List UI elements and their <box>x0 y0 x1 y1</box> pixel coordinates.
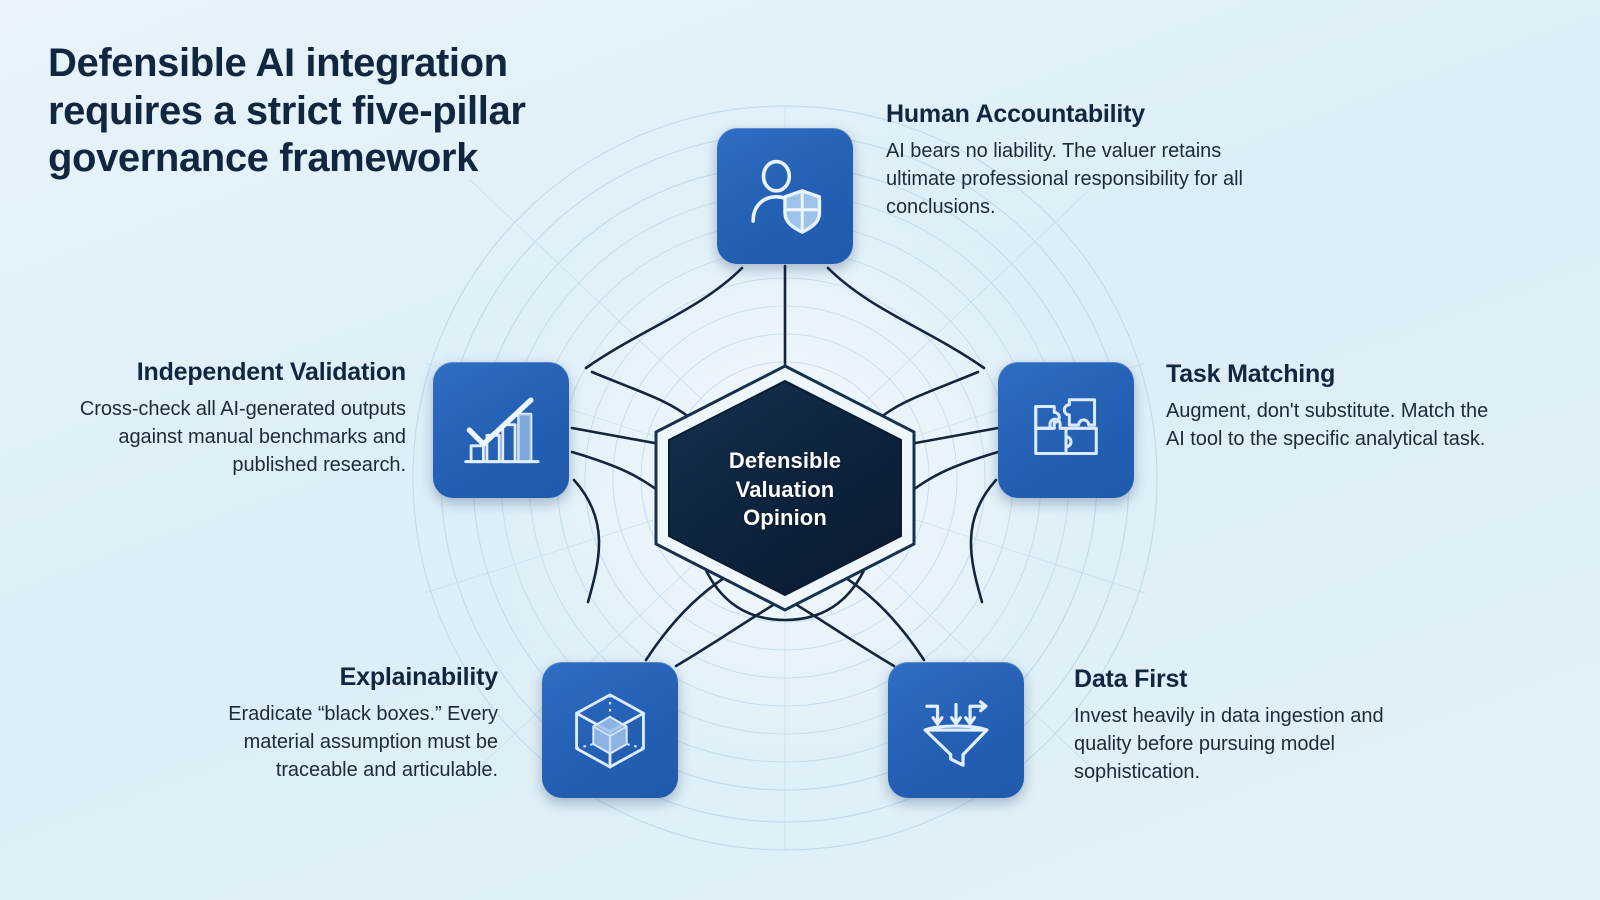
title-line-1: Defensible AI integration <box>48 41 508 85</box>
chart-checkmark-icon <box>464 397 540 464</box>
pillar-title-independent-validation: Independent Validation <box>136 358 406 386</box>
pillar-text-human-accountability: Human Accountability AI bears no liabili… <box>886 100 1266 222</box>
pillar-body-data-first: Invest heavily in data ingestion and qua… <box>1074 704 1384 784</box>
title-line-3: governance framework <box>48 136 478 181</box>
connector-right <box>908 426 1000 446</box>
funnel-icon <box>923 700 989 767</box>
puzzle-pieces-icon <box>1034 398 1098 456</box>
pillar-tile-data-first[interactable] <box>888 662 1024 798</box>
center-line-3: Opinion <box>743 505 827 531</box>
connector-left <box>570 426 662 446</box>
pillar-title-human-accountability: Human Accountability <box>886 100 1145 128</box>
pillar-title-explainability: Explainability <box>339 663 499 691</box>
pillar-text-data-first: Data First Invest heavily in data ingest… <box>1074 665 1424 787</box>
pillar-tile-human-accountability[interactable] <box>717 128 853 264</box>
pillar-title-task-matching: Task Matching <box>1166 360 1336 388</box>
pillar-text-task-matching: Task Matching Augment, don't substitute.… <box>1166 360 1496 453</box>
pillar-text-explainability: Explainability Eradicate “black boxes.” … <box>160 663 498 785</box>
pillar-text-independent-validation: Independent Validation Cross-check all A… <box>78 358 406 480</box>
title-line-2: requires a strict five-pillar <box>48 88 526 133</box>
center-line-2: Valuation <box>735 476 835 502</box>
pillar-tile-explainability[interactable] <box>542 662 678 798</box>
pillar-body-task-matching: Augment, don't substitute. Match the AI … <box>1166 399 1489 450</box>
center-hexagon-label-wrap: Defensible Valuation Opinion <box>660 375 910 605</box>
pillar-tile-task-matching[interactable] <box>998 362 1134 498</box>
pillar-body-explainability: Eradicate “black boxes.” Every material … <box>228 702 498 782</box>
page-title: Defensible AI integration requires a str… <box>48 40 668 183</box>
center-line-1: Defensible <box>728 448 842 474</box>
transparent-cube-icon <box>575 693 645 769</box>
pillar-title-data-first: Data First <box>1074 665 1188 693</box>
pillar-tile-independent-validation[interactable] <box>433 362 569 498</box>
pillar-body-human-accountability: AI bears no liability. The valuer retain… <box>886 139 1243 219</box>
center-label: Defensible Valuation Opinion <box>660 375 910 605</box>
person-shield-icon <box>751 159 822 234</box>
pillar-body-independent-validation: Cross-check all AI-generated outputs aga… <box>79 397 406 477</box>
